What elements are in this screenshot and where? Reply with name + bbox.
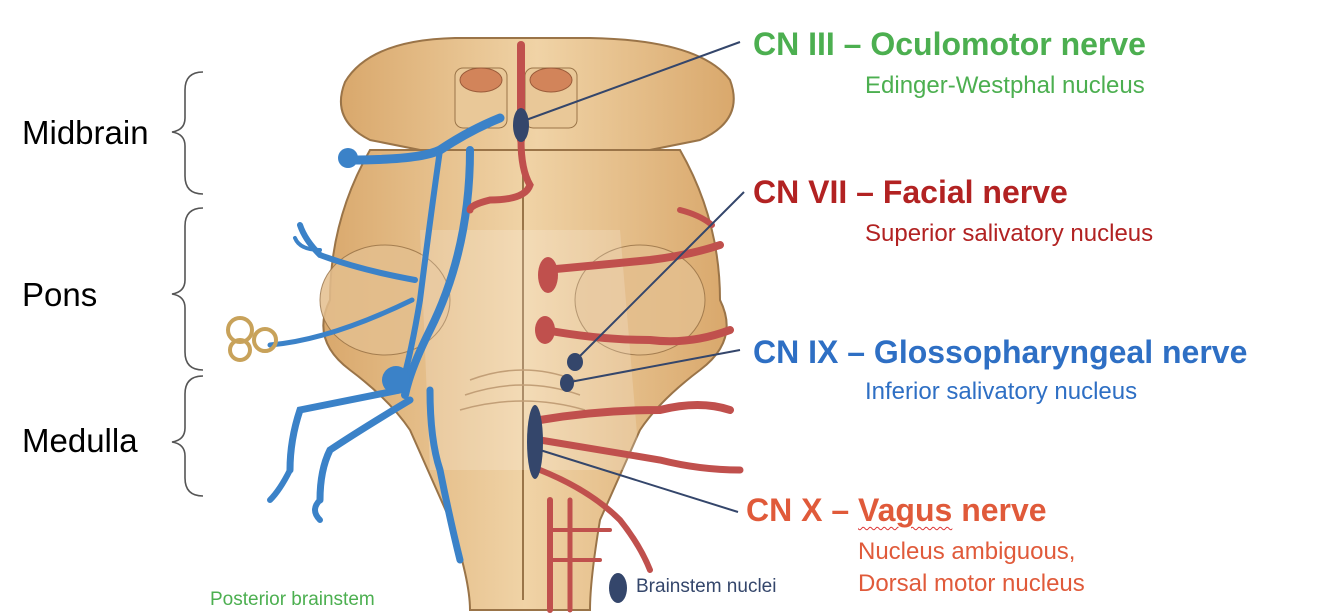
cn3-title: CN III – Oculomotor nerve	[753, 26, 1146, 62]
region-label-medulla: Medulla	[22, 422, 138, 459]
nucleus-edinger-westphal	[513, 108, 529, 142]
cn10-title-word: Vagus	[858, 492, 953, 528]
cn7-title: CN VII – Facial nerve	[753, 174, 1068, 210]
view-caption: Posterior brainstem	[210, 589, 375, 610]
cn10-nucleus-line2: Dorsal motor nucleus	[858, 570, 1085, 597]
cn10-nucleus-line1: Nucleus ambiguous,	[858, 538, 1076, 565]
cn10-title-prefix: CN X –	[746, 492, 859, 528]
region-label-midbrain: Midbrain	[22, 114, 149, 151]
cn10-title: CN X – Vagus nerve	[746, 492, 1047, 529]
cochlea-shape	[226, 316, 278, 362]
region-braces	[171, 71, 204, 497]
motor-nerves	[466, 41, 744, 613]
pointer-lines	[525, 41, 745, 513]
cn7-nucleus: Superior salivatory nucleus	[865, 220, 1154, 247]
region-label-pons: Pons	[22, 276, 98, 313]
nucleus-markers	[513, 108, 583, 479]
cn3-nucleus: Edinger-Westphal nucleus	[865, 72, 1145, 99]
cn9-nucleus: Inferior salivatory nucleus	[865, 378, 1138, 405]
nucleus-ambiguous-dorsal	[527, 405, 543, 479]
legend-nucleus-marker	[609, 573, 627, 603]
cn10-title-suffix: nerve	[952, 492, 1047, 528]
sensory-nerves	[267, 113, 505, 564]
legend-caption: Brainstem nuclei	[636, 576, 777, 597]
nucleus-inferior-salivatory	[560, 374, 574, 392]
cn9-title: CN IX – Glossopharyngeal nerve	[753, 334, 1248, 370]
